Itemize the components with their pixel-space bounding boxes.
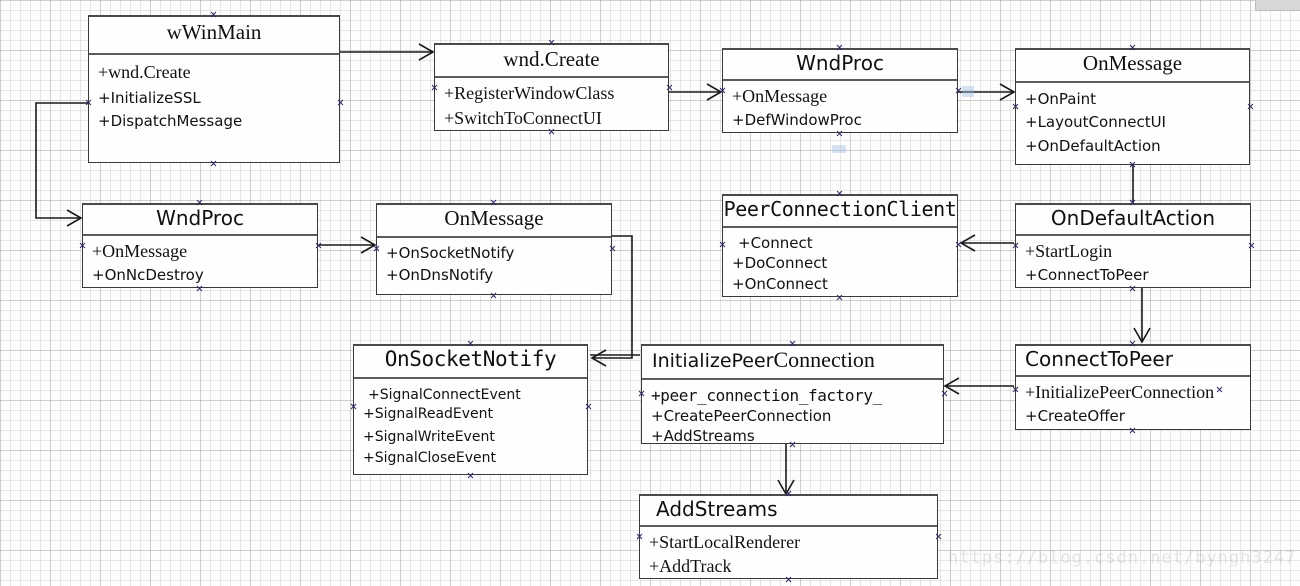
class-members: +StartLocalRenderer +AddTrack xyxy=(640,527,937,580)
arrowhead-initializepeerconnection xyxy=(943,377,960,395)
class-node-addstreams[interactable]: AddStreams +StartLocalRenderer +AddTrack xyxy=(639,494,938,579)
class-member[interactable]: +DispatchMessage xyxy=(98,112,243,131)
window-corner-tab xyxy=(1255,0,1300,11)
class-title-part1: InitializePeer xyxy=(652,350,774,372)
arrowhead-onmessagetop xyxy=(999,83,1016,101)
arrowhead-addstreams xyxy=(777,479,795,496)
class-members: +SignalConnectEvent +SignalReadEvent +Si… xyxy=(354,379,587,469)
arrowhead-connecttopeer xyxy=(1133,327,1151,344)
class-node-onmessage-top[interactable]: OnMessage +OnPaint +LayoutConnectUI +OnD… xyxy=(1015,48,1250,165)
class-title: OnDefaultAction xyxy=(1016,205,1250,236)
class-member[interactable]: +OnMessage xyxy=(92,241,188,261)
class-members: +RegisterWindowClass +SwitchToConnectUI xyxy=(435,78,668,132)
class-members: +StartLogin +ConnectToPeer xyxy=(1016,236,1250,286)
class-member[interactable]: +RegisterWindowClass xyxy=(444,83,615,103)
anchor-highlight-marker xyxy=(962,86,974,97)
class-node-connecttopeer[interactable]: ConnectToPeer +InitializePeerConnection … xyxy=(1015,344,1251,430)
class-node-wnd-create[interactable]: wnd.Create +RegisterWindowClass +SwitchT… xyxy=(434,43,669,131)
class-member[interactable]: +OnDefaultAction xyxy=(1025,136,1161,155)
class-node-onmessage-mid[interactable]: OnMessage +OnSocketNotify +OnDnsNotify xyxy=(376,203,612,295)
class-member[interactable]: +Connect xyxy=(738,234,813,252)
class-member[interactable]: +OnConnect xyxy=(732,274,828,293)
class-member[interactable]: +OnDnsNotify xyxy=(386,266,494,285)
arrowhead-onsocketnotify xyxy=(590,349,607,367)
class-title: InitializePeerConnection xyxy=(642,346,943,380)
class-member[interactable]: +SignalWriteEvent xyxy=(363,429,495,446)
class-member[interactable]: +peer_connection_factory_ xyxy=(651,386,882,405)
class-member[interactable]: +DoConnect xyxy=(732,254,828,273)
class-node-wndproc-top[interactable]: WndProc +OnMessage +DefWindowProc xyxy=(722,48,958,133)
class-member[interactable]: +SignalConnectEvent xyxy=(368,387,521,403)
class-member[interactable]: +CreateOffer xyxy=(1025,406,1125,425)
class-member[interactable]: +OnNcDestroy xyxy=(92,265,204,284)
class-member[interactable]: +StartLogin xyxy=(1025,241,1113,261)
class-member[interactable]: +OnSocketNotify xyxy=(386,244,515,262)
class-members: +OnMessage +OnNcDestroy xyxy=(83,236,317,286)
arrowhead-onmessagemid xyxy=(360,236,377,254)
class-member[interactable]: +OnMessage xyxy=(732,86,828,106)
class-members: +peer_connection_factory_ +CreatePeerCon… xyxy=(642,380,943,447)
class-title: ConnectToPeer xyxy=(1016,346,1250,377)
class-member[interactable]: +InitializePeerConnection xyxy=(1025,382,1215,402)
arrowhead-wndprocleft xyxy=(66,209,83,227)
class-title: OnMessage xyxy=(1016,50,1249,83)
class-member[interactable]: +AddStreams xyxy=(651,426,755,445)
class-members: +OnSocketNotify +OnDnsNotify xyxy=(377,238,611,287)
class-member[interactable]: +StartLocalRenderer xyxy=(649,532,801,552)
class-title-part2: Connection xyxy=(773,347,875,372)
class-members: +OnPaint +LayoutConnectUI +OnDefaultActi… xyxy=(1016,83,1249,157)
class-member[interactable]: +DefWindowProc xyxy=(732,110,862,129)
arrowhead-wndcreate xyxy=(418,43,435,61)
arrowhead-wndproctop xyxy=(706,83,723,101)
class-members: +Connect +DoConnect +OnConnect xyxy=(723,228,957,295)
class-title: AddStreams xyxy=(640,496,937,527)
class-member[interactable]: +CreatePeerConnection xyxy=(651,406,832,425)
edge-wwinmain-wndprocleft xyxy=(35,102,88,219)
class-member[interactable]: +ConnectToPeer xyxy=(1025,265,1149,284)
anchor-highlight-marker xyxy=(832,145,846,153)
class-members: +OnMessage +DefWindowProc xyxy=(723,81,957,131)
class-node-onsocketnotify[interactable]: OnSocketNotify +SignalConnectEvent +Sign… xyxy=(353,344,588,475)
class-title: PeerConnectionClient xyxy=(723,196,957,228)
class-title: OnMessage xyxy=(377,205,611,238)
class-member[interactable]: +SwitchToConnectUI xyxy=(444,107,602,128)
class-member[interactable]: +SignalCloseEvent xyxy=(363,450,496,467)
class-node-ondefaultaction[interactable]: OnDefaultAction +StartLogin +ConnectToPe… xyxy=(1015,203,1251,288)
class-node-wndproc-left[interactable]: WndProc +OnMessage +OnNcDestroy xyxy=(82,203,318,288)
class-title: wWinMain xyxy=(89,17,339,55)
class-member[interactable]: +OnPaint xyxy=(1025,90,1097,108)
class-title: wnd.Create xyxy=(435,45,668,78)
class-node-peerconnectionclient[interactable]: PeerConnectionClient +Connect +DoConnect… xyxy=(722,194,958,297)
class-title: WndProc xyxy=(723,50,957,81)
class-member[interactable]: +wnd.Create xyxy=(98,62,191,82)
arrowhead-peerconnectionclient xyxy=(959,234,976,252)
class-member[interactable]: +AddTrack xyxy=(649,555,732,576)
class-member[interactable]: +InitializeSSL xyxy=(98,88,201,107)
class-member[interactable]: +SignalReadEvent xyxy=(363,406,494,423)
class-members: +InitializePeerConnection +CreateOffer xyxy=(1016,377,1250,427)
class-members: +wnd.Create +InitializeSSL +DispatchMess… xyxy=(89,55,339,133)
class-title: WndProc xyxy=(83,205,317,236)
watermark-text: https://blog.csdn.net/byngh3247 xyxy=(948,548,1297,568)
class-member[interactable]: +LayoutConnectUI xyxy=(1025,113,1166,132)
class-title: OnSocketNotify xyxy=(354,346,587,379)
class-node-wwinmain[interactable]: wWinMain +wnd.Create +InitializeSSL +Dis… xyxy=(88,15,340,163)
class-node-initializepeerconnection[interactable]: InitializePeerConnection +peer_connectio… xyxy=(641,344,944,447)
